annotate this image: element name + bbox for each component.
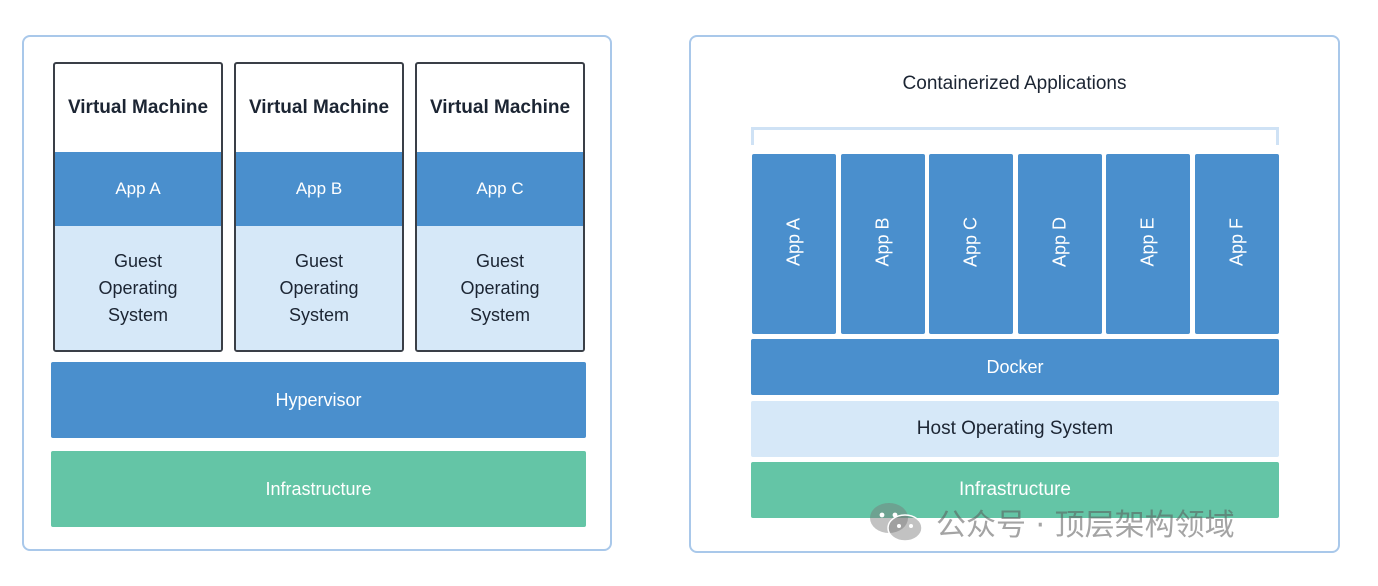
watermark-text: 公众号 · 顶层架构领域 [936, 508, 1235, 543]
host-os-layer: Host Operating System [751, 401, 1279, 457]
container-app-a: App A [752, 154, 836, 334]
docker-layer: Docker [751, 339, 1279, 395]
container-app-label: App A [783, 217, 804, 267]
vm-architecture-panel: Virtual Machine App A Guest Operating Sy… [22, 35, 612, 551]
container-app-label: App F [1226, 217, 1247, 267]
vm-title: Virtual Machine [67, 97, 209, 118]
container-app-label: App B [872, 217, 893, 267]
container-app-label: App C [960, 216, 981, 268]
hypervisor-layer: Hypervisor [51, 362, 586, 438]
container-app-label: App D [1049, 216, 1070, 268]
watermark: 公众号 · 顶层架构领域 [868, 498, 1235, 546]
guest-os-layer: Guest Operating System [417, 226, 583, 350]
container-app-d: App D [1018, 154, 1102, 334]
container-architecture-panel: Containerized Applications App A App B A… [689, 35, 1340, 553]
vm-box-1: Virtual Machine App A Guest Operating Sy… [53, 62, 223, 352]
vm-app-layer: App A [55, 152, 221, 226]
vm-title: Virtual Machine [248, 97, 390, 118]
container-app-f: App F [1195, 154, 1279, 334]
container-app-e: App E [1106, 154, 1190, 334]
vm-app-layer: App C [417, 152, 583, 226]
apps-bracket [751, 127, 1279, 145]
wechat-icon [870, 503, 923, 542]
container-app-label: App E [1137, 217, 1158, 267]
vm-title: Virtual Machine [429, 97, 571, 118]
guest-os-layer: Guest Operating System [236, 226, 402, 350]
vm-box-3: Virtual Machine App C Guest Operating Sy… [415, 62, 585, 352]
vm-app-layer: App B [236, 152, 402, 226]
containerized-apps-title: Containerized Applications [902, 73, 1127, 94]
vm-infrastructure-layer: Infrastructure [51, 451, 586, 527]
vm-box-2: Virtual Machine App B Guest Operating Sy… [234, 62, 404, 352]
container-app-c: App C [929, 154, 1013, 334]
container-infrastructure-layer: Infrastructure [751, 462, 1279, 518]
container-app-b: App B [841, 154, 925, 334]
guest-os-layer: Guest Operating System [55, 226, 221, 350]
